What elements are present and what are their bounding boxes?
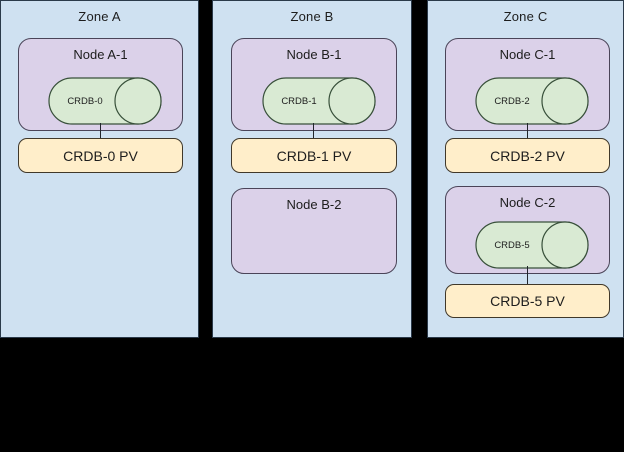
node-title-b-2: Node B-2 bbox=[286, 197, 342, 212]
pod-cylinder-crdb-2: CRDB-2 bbox=[475, 77, 589, 125]
pv-box-crdb-1: CRDB-1 PV bbox=[231, 138, 397, 173]
connector-node-c-2-to-pv bbox=[527, 266, 528, 284]
zone-title-a: Zone A bbox=[78, 9, 121, 24]
node-title-b-1: Node B-1 bbox=[286, 47, 342, 62]
node-title-c-1: Node C-1 bbox=[499, 47, 556, 62]
node-box-c-1: Node C-1 CRDB-2 bbox=[445, 38, 610, 131]
node-box-c-2: Node C-2 CRDB-5 bbox=[445, 186, 610, 274]
zone-title-c: Zone C bbox=[503, 9, 548, 24]
pv-box-crdb-2: CRDB-2 PV bbox=[445, 138, 610, 173]
zone-container-b: Zone B Node B-1 CRDB-1 CRDB-1 PV Node B-… bbox=[212, 0, 412, 338]
pod-cylinder-crdb-1: CRDB-1 bbox=[262, 77, 376, 125]
pod-cylinder-crdb-5: CRDB-5 bbox=[475, 221, 589, 269]
connector-node-b-1-to-pv bbox=[313, 123, 314, 139]
zone-container-a: Zone A Node A-1 CRDB-0 CRDB-0 PV bbox=[0, 0, 199, 338]
node-title-a-1: Node A-1 bbox=[73, 47, 128, 62]
pv-box-crdb-5: CRDB-5 PV bbox=[445, 284, 610, 318]
connector-node-c-1-to-pv bbox=[527, 123, 528, 139]
node-title-c-2: Node C-2 bbox=[499, 195, 556, 210]
zone-container-c: Zone C Node C-1 CRDB-2 CRDB-2 PV Node C-… bbox=[427, 0, 624, 338]
pod-cylinder-crdb-0: CRDB-0 bbox=[48, 77, 162, 125]
pv-box-crdb-0: CRDB-0 PV bbox=[18, 138, 183, 173]
node-box-b-2: Node B-2 bbox=[231, 188, 397, 274]
zone-title-b: Zone B bbox=[290, 9, 334, 24]
connector-node-a-1-to-pv bbox=[100, 123, 101, 139]
node-box-b-1: Node B-1 CRDB-1 bbox=[231, 38, 397, 131]
node-box-a-1: Node A-1 CRDB-0 bbox=[18, 38, 183, 131]
